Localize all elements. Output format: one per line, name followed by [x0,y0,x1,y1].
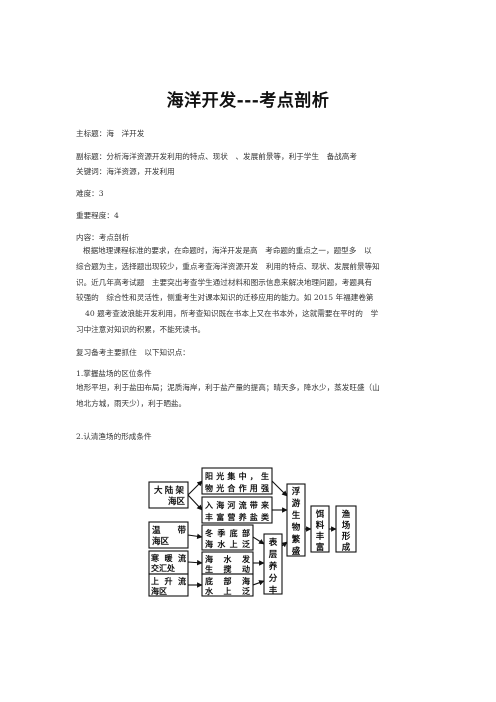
point1-heading: 1.掌握盐场的区位条件 [76,369,152,378]
label-river-1: 入海河流带来 [204,500,270,510]
paragraph-line: 综合题为主，选择题出现较少，重点考查海洋资源开发 利用的特点、现状、发展前景等知 [76,261,380,271]
vertical-char: 游 [292,498,301,509]
paragraph-line: 根据地理课程标准的要求，在命题时，海洋开发是高 考命题的重点之一，题型多 以 [83,246,372,255]
vertical-char: 养 [268,561,278,572]
vertical-char: 渔 [342,509,351,520]
vertical-char: 成 [342,542,351,553]
label-temperate-1: 温带 [152,525,186,536]
subtitle-line: 副标题：分析海洋资源开发利用的特点、现状 、发展前景等，利于学生 备战高考 [76,152,357,161]
label-river-2: 丰富营养盐类 [205,512,269,522]
keywords-line: 关键词：海洋资源，开发利用 [76,167,175,176]
label-sunlight-2: 物光合作用强 [205,483,269,493]
label-upwelling-2: 海区 [151,586,167,596]
difficulty-line: 难度：3 [76,189,104,198]
vertical-char: 丰 [269,585,278,596]
label-continental-shelf-2: 海区 [168,496,186,507]
label-convergence-2: 交汇处 [151,563,176,573]
point1-line: 地北方城，雨天少），利于晒盐。 [76,398,187,408]
vertical-char: 繁 [291,534,301,545]
main-title-line: 主标题：海 洋开发 [76,129,145,138]
point2-heading: 2.认清渔场的形成条件 [76,432,152,441]
fishery-formation-diagram: 大陆架 海区 温带 海区 寒暖流 交汇处 上升流 海区 阳光集中，生 物光合作用… [148,467,357,597]
vertical-char: 料 [316,520,325,531]
vertical-char: 富 [316,542,325,553]
document-title: 海洋开发---考点剖析 [166,91,330,111]
paragraph-line: 较强的 综合性和灵活性，侧重考生对课本知识的迁移应用的能力。如 2015 年福建… [76,293,374,303]
content-label-line: 内容：考点剖析 [76,233,130,242]
vertical-char: 盛 [292,546,301,557]
label-temperate-2: 海区 [152,536,170,547]
vertical-char: 饵 [315,509,325,520]
paragraph-line: 40 题考查波浪能开发利用，所考查知识既在书本上又在书本外，这就需要在平时的 学 [85,309,379,319]
vertical-char: 表 [268,537,278,548]
vertical-char: 物 [292,522,301,533]
point1-line: 地形平坦，利于盐田布局；泥质海岸，利于盐产量的提高；晴天多，降水少，蒸发旺盛（山 [76,383,380,392]
label-upwelling-1: 上升流 [151,576,186,586]
paragraph-line: 识。近几年高考试题 主要突出考查学生通过材料和图示信息来解决地理问题，考题具有 [76,277,373,287]
label-stirring-1: 海水发 [205,554,251,564]
vertical-char: 丰 [316,531,325,542]
vertical-char: 形 [342,531,351,542]
vertical-char: 层 [268,550,278,560]
box-plankton [286,483,306,557]
label-stirring-2: 生搅动 [205,564,250,574]
label-bottom-2: 水上泛 [204,586,250,596]
label-winter-2: 海水上泛 [205,539,250,549]
importance-line: 重要程度：4 [76,211,119,220]
label-bottom-1: 底部海 [204,576,250,586]
label-convergence-1: 寒暖流 [150,553,186,563]
point1-text: 地形平坦，利于盐田布局；泥质海岸，利于盐产量的提高；晴天多，降水少，蒸发旺盛（山… [76,380,426,412]
label-continental-shelf-1: 大陆架 [154,485,184,496]
intro-paragraph: 根据地理课程标准的要求，在命题时，海洋开发是高 考命题的重点之一，题型多 以 综… [76,243,426,338]
vertical-char: 分 [269,573,278,584]
label-winter-1: 冬季底部 [205,528,250,538]
label-sunlight-1: 阳光集中，生 [205,471,269,481]
paragraph-line: 习中注意对知识的积累，不能死读书。 [76,324,206,334]
vertical-char: 生 [292,510,301,521]
vertical-char: 浮 [292,486,301,497]
vertical-char: 场 [342,520,351,531]
review-intro-line: 复习备考主要抓住 以下知识点： [76,348,190,357]
label-nutrients: 表层养分丰富 [268,537,278,596]
